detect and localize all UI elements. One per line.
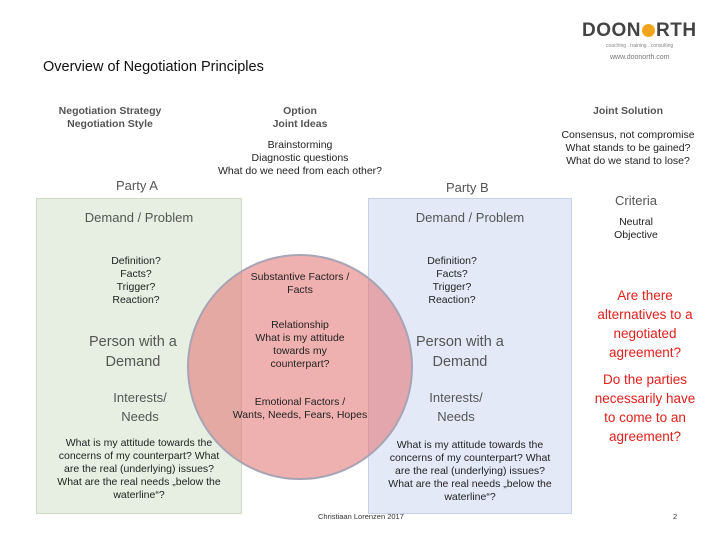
- attitude-line: waterline“?: [444, 491, 496, 503]
- question-item: Reaction?: [428, 294, 476, 306]
- option-list: Brainstorming Diagnostic questions What …: [195, 139, 405, 178]
- emotional-line: Emotional Factors /: [254, 396, 346, 408]
- needs-line: Needs: [437, 409, 475, 424]
- alternatives-line: alternatives to a: [597, 307, 693, 322]
- compass-icon: [642, 24, 655, 37]
- party-a-questions: Definition? Facts? Trigger? Reaction?: [86, 255, 186, 307]
- person-line: Person with a: [89, 334, 177, 350]
- joint-solution-heading: Joint Solution: [593, 105, 663, 117]
- logo: DOON RTH coaching . training . consulting…: [582, 20, 696, 61]
- option-heading: Option Joint Ideas: [215, 105, 385, 131]
- question-item: Facts?: [120, 268, 152, 280]
- party-a-attitude: What is my attitude towards the concerns…: [36, 437, 242, 502]
- style-line: Negotiation Style: [67, 118, 153, 130]
- emotional-factors: Emotional Factors / Wants, Needs, Fears,…: [215, 396, 385, 422]
- joint-solution-list: Consensus, not compromise What stands to…: [538, 129, 718, 168]
- criteria-heading: Criteria: [615, 193, 657, 208]
- attitude-line: waterline“?: [113, 489, 165, 501]
- needs-line: Needs: [121, 409, 159, 424]
- attitude-line: What are the real needs „below the: [57, 476, 221, 488]
- question-item: Trigger?: [432, 281, 472, 293]
- alternatives-line: agreement?: [608, 345, 682, 360]
- party-b-demand: Demand / Problem: [415, 210, 525, 225]
- attitude-line: are the real (underlying) issues?: [64, 463, 214, 475]
- criteria-item: Objective: [614, 229, 658, 241]
- strategy-line: Negotiation Strategy: [58, 105, 162, 117]
- demand-line: Demand: [432, 354, 488, 370]
- relationship-line: What is my attitude: [255, 332, 345, 344]
- emotional-line: Wants, Needs, Fears, Hopes: [232, 409, 368, 421]
- interests-line: Interests/: [429, 390, 483, 405]
- party-a-demand: Demand / Problem: [84, 210, 194, 225]
- attitude-line: concerns of my counterpart? What: [389, 452, 551, 464]
- parties-question: Do the parties necessarily have to come …: [575, 370, 715, 446]
- option-line: Option: [283, 105, 317, 117]
- parties-line: necessarily have: [594, 391, 696, 406]
- logo-text-right: RTH: [656, 20, 697, 41]
- question-item: Facts?: [436, 268, 468, 280]
- person-line: Person with a: [416, 334, 504, 350]
- alternatives-question: Are there alternatives to a negotiated a…: [575, 286, 715, 362]
- relationship-line: counterpart?: [270, 358, 330, 370]
- criteria-list: Neutral Objective: [586, 216, 686, 242]
- parties-line: to come to an: [604, 410, 686, 425]
- party-a-label: Party A: [116, 178, 158, 193]
- footer-author: Christiaan Lorenzen 2017: [318, 512, 404, 521]
- party-a-person: Person with a Demand: [89, 332, 177, 372]
- logo-text-left: DOON: [582, 20, 641, 41]
- substantive-line: Substantive Factors /: [250, 271, 350, 283]
- joint-ideas-line: Joint Ideas: [272, 118, 328, 130]
- attitude-line: concerns of my counterpart? What: [58, 450, 220, 462]
- criteria-item: Neutral: [619, 216, 653, 228]
- attitude-line: What is my attitude towards the: [396, 439, 544, 451]
- joint-solution-item: Consensus, not compromise: [561, 129, 695, 141]
- party-b-person: Person with a Demand: [416, 332, 504, 372]
- question-item: Trigger?: [116, 281, 156, 293]
- parties-line: agreement?: [608, 429, 682, 444]
- relationship-line: towards my: [273, 345, 327, 357]
- strategy-heading: Negotiation Strategy Negotiation Style: [30, 105, 190, 131]
- page-number: 2: [673, 512, 678, 521]
- joint-solution-item: What stands to be gained?: [565, 142, 691, 154]
- joint-solution-item: What do we stand to lose?: [566, 155, 690, 167]
- attitude-line: are the real (underlying) issues?: [395, 465, 545, 477]
- relationship-line: Relationship: [271, 319, 329, 331]
- logo-url: www.doonorth.com: [610, 54, 670, 61]
- parties-line: Do the parties: [602, 372, 688, 387]
- interests-line: Interests/: [113, 390, 167, 405]
- question-item: Definition?: [427, 255, 477, 267]
- page-title: Overview of Negotiation Principles: [43, 59, 264, 75]
- party-b-questions: Definition? Facts? Trigger? Reaction?: [402, 255, 502, 307]
- alternatives-line: negotiated: [613, 326, 677, 341]
- demand-line: Demand: [105, 354, 161, 370]
- party-b-label: Party B: [446, 180, 489, 195]
- attitude-line: What are the real needs „below the: [388, 478, 552, 490]
- relationship-block: Relationship What is my attitude towards…: [220, 319, 380, 371]
- substantive-factors: Substantive Factors / Facts: [220, 271, 380, 297]
- logo-tagline: coaching . training . consulting: [606, 43, 674, 49]
- alternatives-line: Are there: [617, 288, 673, 303]
- facts-line: Facts: [287, 284, 313, 296]
- party-b-interests: Interests/ Needs: [406, 388, 506, 426]
- option-item: Brainstorming: [267, 139, 333, 151]
- overlap-circle: [187, 254, 413, 480]
- attitude-line: What is my attitude towards the: [65, 437, 213, 449]
- option-item: Diagnostic questions: [251, 152, 349, 164]
- party-a-interests: Interests/ Needs: [90, 388, 190, 426]
- question-item: Definition?: [111, 255, 161, 267]
- party-b-attitude: What is my attitude towards the concerns…: [368, 439, 572, 504]
- question-item: Reaction?: [112, 294, 160, 306]
- option-item: What do we need from each other?: [217, 165, 382, 177]
